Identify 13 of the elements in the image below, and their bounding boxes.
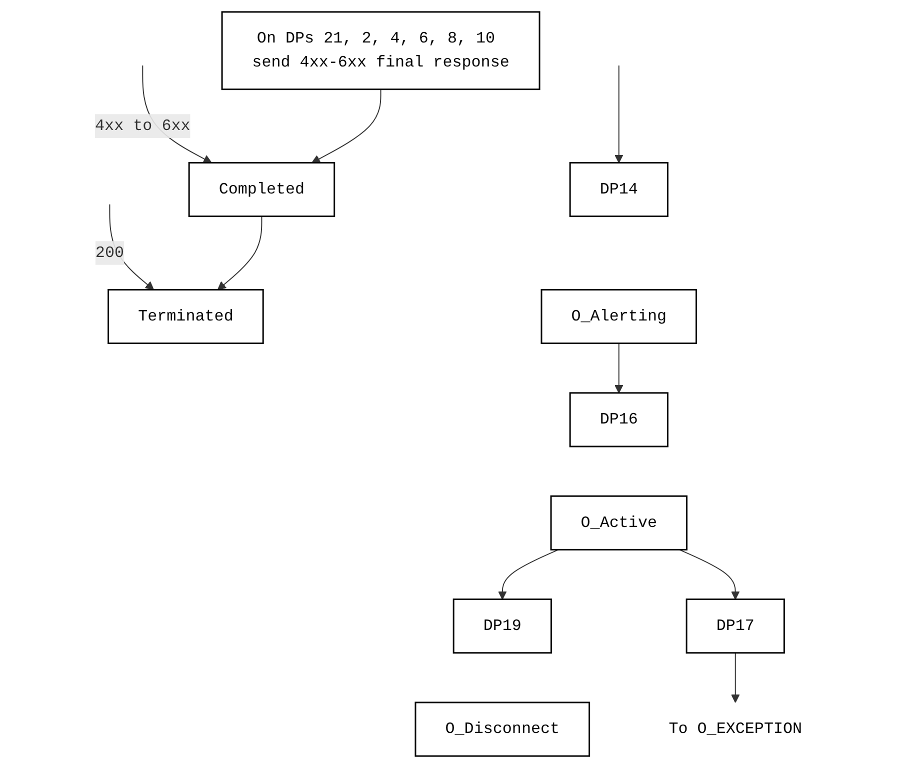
node-box: DP17 bbox=[685, 598, 785, 654]
edge-label: 200 bbox=[95, 244, 124, 262]
node-box: DP14 bbox=[568, 162, 668, 217]
node-box: On DPs 21, 2, 4, 6, 8, 10 send 4xx-6xx final response bbox=[220, 10, 540, 90]
node-box: DP16 bbox=[568, 392, 668, 447]
edge-label: 4xx to 6xx bbox=[94, 116, 190, 134]
node-text: To O_EXCEPTION bbox=[668, 720, 802, 738]
node-box: O_Disconnect bbox=[414, 701, 590, 756]
node-box: Terminated bbox=[107, 288, 264, 344]
node-box: DP19 bbox=[452, 598, 552, 654]
node-box: O_Active bbox=[550, 494, 688, 550]
node-box: O_Alerting bbox=[540, 288, 697, 344]
node-box: Completed bbox=[188, 162, 335, 217]
